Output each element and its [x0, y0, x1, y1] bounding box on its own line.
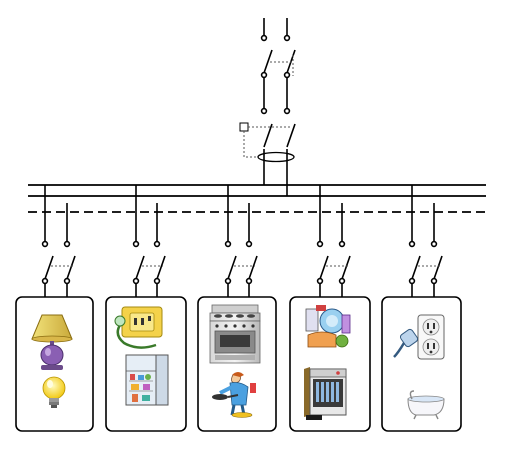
light-bulb-icon — [42, 376, 66, 408]
electrical-outlet-with-plug-icon — [393, 314, 445, 360]
main-supply — [239, 18, 296, 196]
kitchen-stove-oven-icon — [209, 304, 261, 364]
washing-and-household-appliances-icon — [305, 305, 351, 348]
appliance-box — [289, 296, 371, 432]
busbars — [28, 184, 486, 213]
circuit-4 — [289, 185, 371, 432]
dishwasher-icon — [304, 367, 347, 420]
open-refrigerator-icon — [125, 354, 169, 406]
residual-current-breaker — [239, 107, 296, 196]
incoming-feed-lines — [263, 18, 288, 36]
bathtub-icon — [407, 390, 445, 420]
appliance-box — [105, 296, 187, 432]
circuit-drop-lines — [135, 185, 158, 242]
circuit-3 — [197, 185, 277, 432]
table-lamp-icon — [31, 314, 73, 370]
circuit-breaker — [316, 240, 351, 297]
circuit-breaker — [132, 240, 166, 297]
circuit-drop-lines — [319, 185, 343, 242]
circuit-1 — [15, 185, 94, 432]
wall-socket-with-plug-icon — [114, 306, 163, 349]
appliance-box — [15, 296, 94, 432]
appliance-box — [197, 296, 277, 432]
circuit-breaker — [408, 240, 443, 297]
circuit-drop-lines — [44, 185, 68, 242]
circuit-2 — [105, 185, 187, 432]
test-button — [239, 122, 249, 132]
circuit-breaker — [224, 240, 258, 297]
circuit-5 — [381, 185, 462, 432]
main-isolator-switch — [260, 34, 296, 109]
circuit-drop-lines — [411, 185, 435, 242]
circuits — [15, 185, 462, 432]
current-sensing-toroid — [257, 151, 295, 163]
appliance-box — [381, 296, 462, 432]
circuit-drop-lines — [227, 185, 250, 242]
circuit-breaker — [41, 240, 76, 297]
person-cooking-icon — [212, 372, 256, 418]
